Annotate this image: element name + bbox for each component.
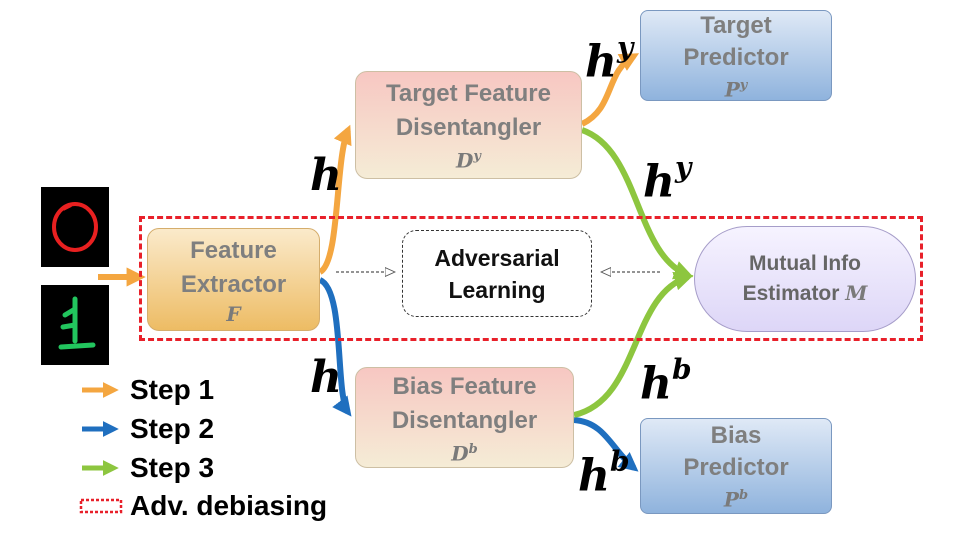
bias-predictor-symbol: Pb	[723, 487, 749, 512]
feature-extractor-line1: Feature	[190, 236, 277, 264]
legend-item-step2: Step 2	[78, 411, 214, 447]
edge-label-hb-to-predictor: hb	[578, 445, 630, 502]
target-feature-disentangler-node: Target Feature Disentangler Dy	[355, 71, 582, 179]
mi-estimator-line2: Estimator M	[742, 281, 868, 305]
bias-predictor-node: Bias Predictor Pb	[640, 418, 832, 514]
target-disentangler-line2: Disentangler	[395, 114, 542, 142]
adversarial-line1: Adversarial	[434, 244, 560, 271]
legend-swatch-step3	[82, 459, 119, 477]
bias-feature-disentangler-node: Bias Feature Disentangler Db	[355, 367, 574, 468]
edge-label-h-lower: h	[310, 352, 342, 403]
mi-estimator-symbol: M	[845, 281, 868, 305]
mi-estimator-line1: Mutual Info	[749, 252, 861, 275]
bias-disentangler-line1: Bias Feature	[392, 372, 537, 400]
edge-bias-disentangler-to-estimator	[573, 271, 694, 418]
feature-extractor-line2: Extractor	[180, 270, 287, 298]
legend-label-step1: Step 1	[130, 374, 215, 405]
input-digit-zero-image	[41, 187, 109, 267]
bias-predictor-line1: Bias	[710, 422, 762, 450]
legend-label-step2: Step 2	[130, 413, 215, 444]
edge-bias-disentangler-to-predictor	[573, 417, 639, 472]
edge-extractor-to-target-disentangler	[318, 124, 352, 275]
edge-target-disentangler-to-estimator	[580, 127, 694, 280]
target-disentangler-line1: Target Feature	[386, 80, 551, 108]
bias-predictor-line2: Predictor	[683, 454, 789, 482]
target-disentangler-symbol: Dy	[456, 148, 481, 173]
target-predictor-symbol: Py	[724, 77, 748, 102]
input-digit-one-image	[41, 285, 109, 365]
legend-label-step3: Step 3	[130, 452, 215, 483]
bias-disentangler-line2: Disentangler	[391, 406, 538, 434]
legend-item-step3: Step 3	[78, 450, 214, 486]
target-predictor-line2: Predictor	[683, 43, 789, 71]
legend-label-adv-debiasing: Adv. debiasing	[130, 490, 328, 521]
edge-label-hb-to-estimator: hb	[640, 353, 692, 410]
bias-disentangler-symbol: Db	[451, 441, 478, 466]
adversarial-learning-node: Adversarial Learning	[402, 230, 592, 317]
mutual-info-estimator-node: Mutual Info Estimator M	[694, 226, 916, 332]
feature-extractor-node: Feature Extractor F	[147, 228, 320, 331]
edge-label-hy-to-predictor: hy	[585, 31, 634, 88]
legend-item-adv-debiasing: Adv. debiasing	[78, 488, 327, 524]
target-predictor-node: Target Predictor Py	[640, 10, 832, 101]
adversarial-line2: Learning	[448, 276, 546, 303]
target-predictor-line1: Target	[700, 11, 772, 39]
legend-swatch-step1	[82, 381, 119, 399]
legend-item-step1: Step 1	[78, 372, 214, 408]
edge-extractor-to-bias-disentangler	[318, 277, 352, 417]
edge-target-disentangler-to-predictor	[580, 53, 640, 127]
legend-swatch-adv-debiasing	[79, 498, 123, 514]
feature-extractor-symbol: F	[226, 301, 241, 326]
edge-label-h-upper: h	[310, 150, 342, 201]
adversarial-debiasing-region	[139, 216, 923, 341]
legend-swatch-step2	[82, 420, 119, 438]
edge-label-hy-to-estimator: hy	[643, 151, 692, 208]
